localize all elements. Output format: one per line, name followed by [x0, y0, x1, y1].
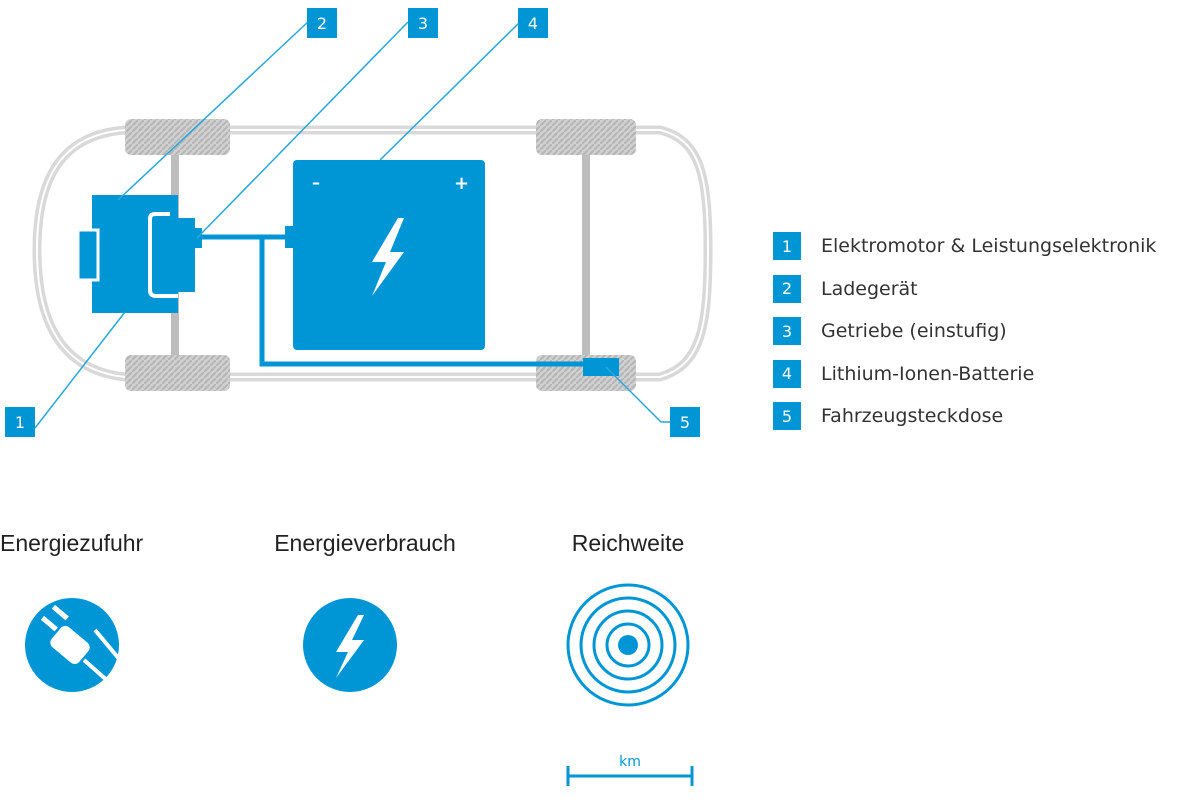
component-legend: 1 Elektromotor & Leistungselektronik 2 L…	[773, 232, 1200, 445]
battery-minus-label: –	[312, 173, 320, 192]
callout-line-1	[34, 311, 126, 429]
legend-number: 5	[773, 402, 801, 430]
legend-number: 4	[773, 359, 801, 388]
legend-number: 1	[773, 232, 801, 260]
callout-leader-lines	[34, 19, 670, 429]
callout-line-4	[379, 21, 521, 161]
callout-line-5	[605, 366, 670, 423]
svg-text:2: 2	[317, 14, 327, 33]
range-unit-label: km	[619, 754, 641, 770]
motor-housing-bracket	[148, 212, 178, 298]
gearbox	[153, 218, 195, 292]
tire-front-bottom	[125, 355, 230, 391]
concentric-circles-icon	[566, 583, 690, 707]
legend-label: Ladegerät	[821, 277, 918, 300]
callout-badge-1: 1	[5, 407, 35, 437]
callout-line-3	[196, 21, 409, 239]
svg-text:1: 1	[15, 413, 25, 432]
callout-badge-3: 3	[408, 8, 438, 38]
energy-supply-title: Energiezufuhr	[0, 530, 144, 556]
legend-item-1: 1 Elektromotor & Leistungselektronik	[773, 232, 1200, 260]
range-title: Reichweite	[571, 530, 685, 556]
tire-rear-top	[536, 119, 636, 155]
motor-side-block	[76, 228, 100, 282]
svg-text:4: 4	[528, 14, 538, 33]
range-scale-bar	[566, 766, 694, 786]
legend-item-3: 3 Getriebe (einstufig)	[773, 317, 1200, 345]
callout-badge-5: 5	[670, 407, 700, 437]
legend-item-2: 2 Ladegerät	[773, 274, 1200, 303]
legend-item-4: 4 Lithium-Ionen-Batterie	[773, 359, 1200, 388]
legend-item-5: 5 Fahrzeugsteckdose	[773, 402, 1200, 430]
tire-front-top	[125, 119, 230, 155]
plug-icon	[25, 598, 122, 692]
legend-label: Lithium-Ionen-Batterie	[821, 362, 1035, 385]
battery-plus-label: +	[454, 173, 469, 194]
callout-line-2	[117, 19, 311, 201]
energy-consumption-title: Energieverbrauch	[274, 530, 456, 556]
svg-text:3: 3	[418, 14, 428, 33]
cable-socket-to-charger	[259, 237, 585, 367]
battery-lightning-icon	[372, 218, 404, 296]
legend-label: Getriebe (einstufig)	[821, 320, 1007, 342]
legend-number: 3	[773, 317, 801, 345]
legend-label: Fahrzeugsteckdose	[821, 405, 1004, 427]
legend-label: Elektromotor & Leistungselektronik	[821, 235, 1157, 257]
lightning-icon	[303, 598, 397, 692]
rear-axle	[582, 150, 590, 360]
callout-badge-2: 2	[307, 8, 337, 38]
svg-text:5: 5	[680, 413, 690, 432]
callout-badge-4: 4	[518, 8, 548, 38]
legend-number: 2	[773, 274, 801, 303]
vehicle-charging-socket	[583, 358, 619, 376]
